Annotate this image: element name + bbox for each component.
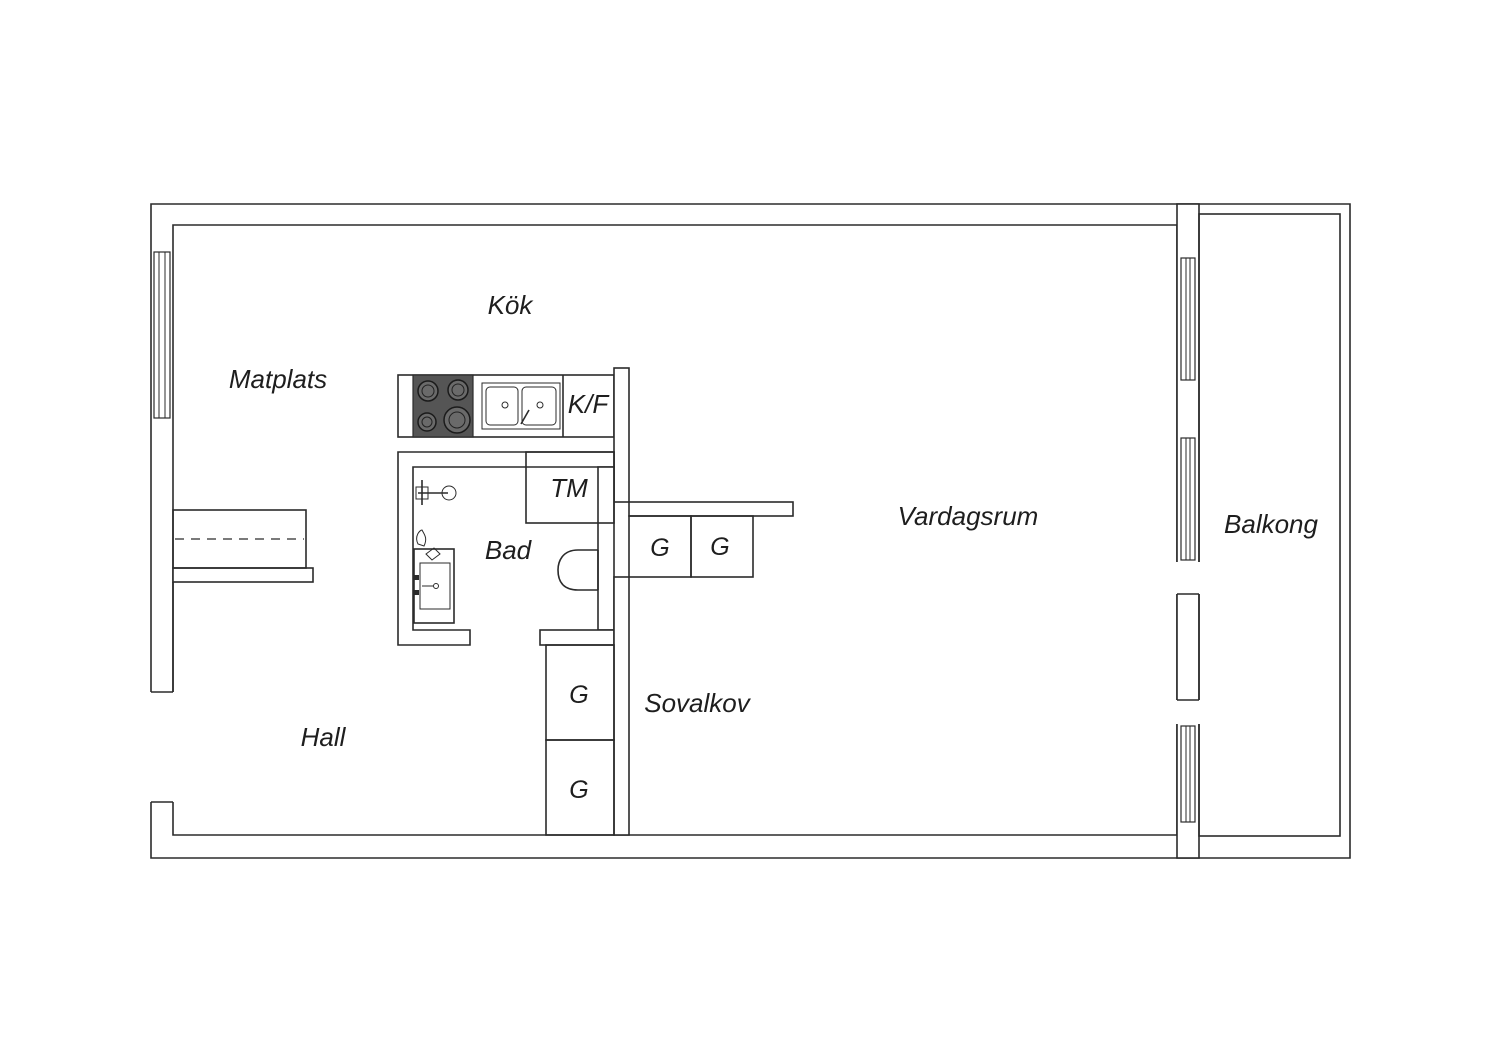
room-label-sovalkov: Sovalkov — [644, 688, 751, 718]
left-window — [153, 251, 171, 419]
room-label-balkong: Balkong — [1224, 509, 1318, 539]
balcony-window-bottom — [1176, 699, 1200, 823]
closets-top — [628, 515, 754, 578]
closet-label: G — [569, 681, 588, 709]
hall-wardrobe — [172, 509, 314, 583]
balcony-window-top — [1180, 257, 1196, 381]
living-room-wall — [628, 501, 794, 517]
closet-label: G — [569, 776, 588, 804]
balcony-door — [1176, 437, 1200, 595]
room-label-vardagsrum: Vardagsrum — [898, 501, 1039, 531]
bathroom — [397, 451, 615, 646]
room-label-bad: Bad — [485, 535, 533, 565]
outer-walls — [150, 203, 1351, 859]
room-label-hall: Hall — [301, 722, 347, 752]
washbasin-icon — [413, 529, 455, 624]
room-label-tm: TM — [550, 473, 588, 503]
closets-hall — [545, 644, 615, 836]
room-label-kok: Kök — [488, 290, 535, 320]
toilet-icon — [557, 549, 599, 591]
room-label-matplats: Matplats — [229, 364, 327, 394]
closet-label: G — [710, 533, 729, 561]
sink-icon — [481, 382, 561, 430]
room-label-kf: K/F — [568, 389, 611, 419]
entrance-door — [150, 582, 174, 803]
shower-icon — [415, 480, 457, 505]
kitchen-wall-stub — [613, 367, 630, 503]
closet-label: G — [650, 534, 669, 562]
alcove-wall — [613, 576, 630, 836]
